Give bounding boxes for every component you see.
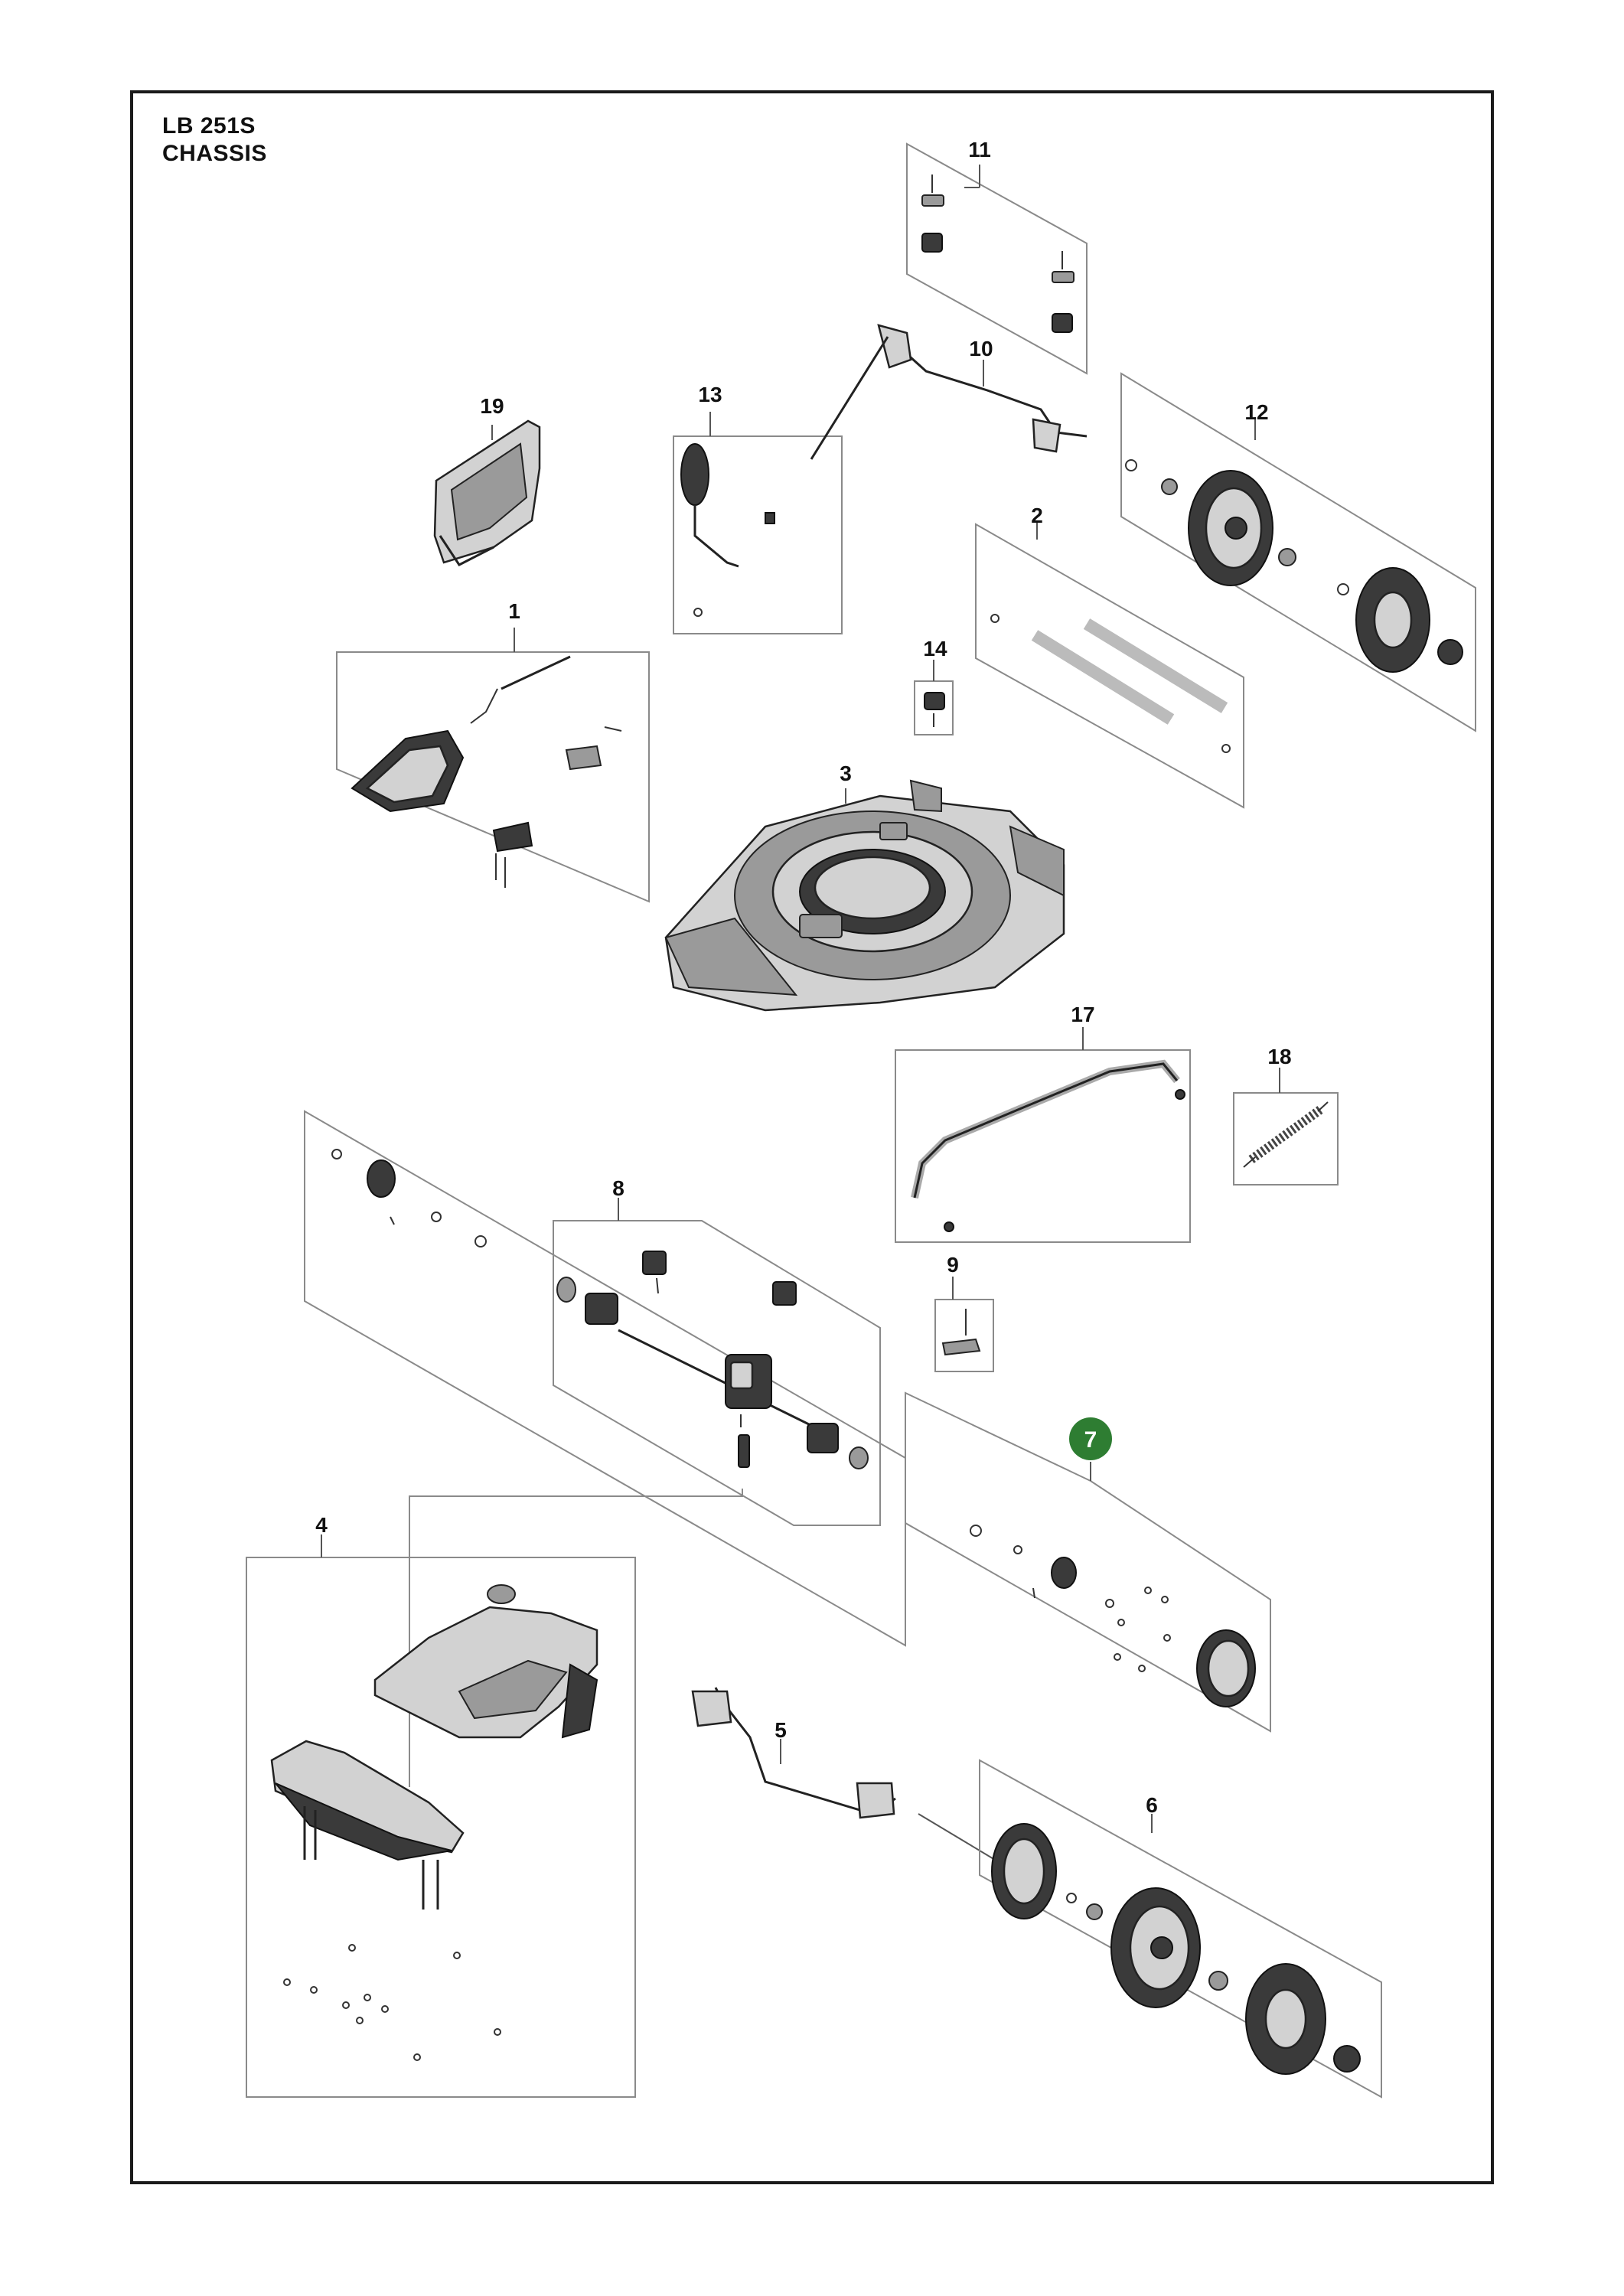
callout-10[interactable]: 10 <box>969 337 993 360</box>
part-19-cover[interactable] <box>433 419 541 566</box>
part-10-rod[interactable] <box>877 324 1088 453</box>
callout-18[interactable]: 18 <box>1267 1045 1291 1068</box>
section-title: CHASSIS <box>162 141 267 166</box>
callout-14[interactable]: 14 <box>923 637 947 660</box>
callout-7[interactable]: 7 <box>1084 1427 1097 1453</box>
part-group-18[interactable] <box>1233 1068 1339 1186</box>
part-group-11[interactable] <box>906 142 1088 375</box>
callout-11[interactable]: 11 <box>968 138 991 161</box>
part-group-17[interactable] <box>895 1027 1191 1243</box>
callout-2[interactable]: 2 <box>1031 504 1043 527</box>
part-group-8[interactable] <box>553 1198 881 1526</box>
callout-3[interactable]: 3 <box>840 762 852 785</box>
part-group-4[interactable] <box>246 1489 905 2098</box>
callout-7-badge <box>1069 1417 1112 1460</box>
drive-axle-group[interactable] <box>304 1110 906 1647</box>
callout-labels: 11 10 12 13 19 2 1 14 3 17 18 8 9 7 4 5 … <box>315 138 1291 1817</box>
model-title: LB 251S <box>162 113 256 139</box>
part-group-12[interactable] <box>1120 372 1476 732</box>
callout-12[interactable]: 12 <box>1244 400 1268 424</box>
callout-17[interactable]: 17 <box>1071 1003 1094 1026</box>
part-group-13[interactable] <box>673 336 889 634</box>
callout-19[interactable]: 19 <box>480 394 504 418</box>
diagram-frame <box>130 90 1494 2184</box>
callout-13[interactable]: 13 <box>698 383 722 406</box>
callout-1[interactable]: 1 <box>508 599 520 623</box>
part-group-6[interactable] <box>979 1759 1382 2099</box>
callout-8[interactable]: 8 <box>612 1176 624 1200</box>
callout-4[interactable]: 4 <box>315 1513 328 1537</box>
part-3-deck[interactable] <box>664 779 1065 1012</box>
callout-5[interactable]: 5 <box>774 1718 787 1742</box>
part-group-2[interactable] <box>975 520 1244 809</box>
part-5-rod[interactable] <box>691 1687 996 1861</box>
part-group-7[interactable] <box>905 1391 1271 1733</box>
part-group-1[interactable] <box>336 628 650 903</box>
part-group-14[interactable] <box>914 660 954 735</box>
part-group-9[interactable] <box>934 1277 994 1372</box>
callout-9[interactable]: 9 <box>947 1253 959 1277</box>
callout-6[interactable]: 6 <box>1146 1793 1158 1817</box>
